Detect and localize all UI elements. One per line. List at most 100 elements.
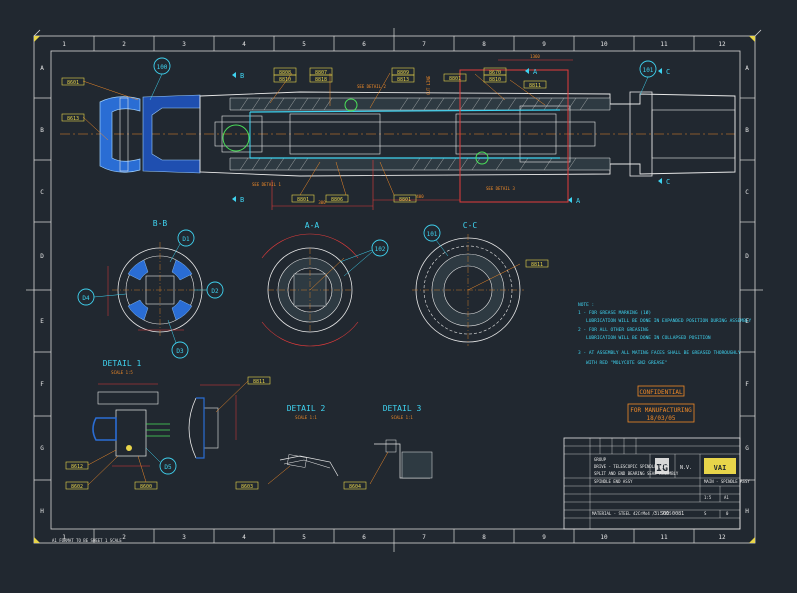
title-block: IG N.V. VAI GROUP DRIVE - TELESCOPIC SPI…	[563, 437, 750, 530]
grid-row-label: B	[40, 127, 44, 134]
grid-col-label: 7	[422, 41, 426, 48]
balloon-label: D3	[176, 348, 184, 355]
grid-column-labels: 1 2 3 4 5 6 7 8 9 10 11 12 1 2 3 4 5 6 7…	[62, 41, 726, 541]
section-cc-view: C-C	[412, 221, 524, 346]
grid-col-label: 2	[122, 41, 126, 48]
part-tag: 8810	[273, 74, 297, 83]
part-tag-text: 8810	[489, 77, 501, 83]
note-line: LUBRICATION WILL BE DONE IN COLLAPSED PO…	[586, 335, 711, 341]
balloon-100: 100	[149, 57, 171, 101]
note-line: 1 - FOR GREASE MARKING (1Ø)	[578, 309, 651, 316]
view-scale-detail2: SCALE 1:1	[295, 415, 317, 420]
corner-mark-icon	[34, 36, 40, 42]
corner-mark-icon	[749, 537, 755, 543]
part-tag: 8818	[309, 74, 333, 83]
part-tag: 8604	[343, 481, 367, 490]
section-cut-marks: B B A A C C	[240, 68, 670, 205]
grid-col-label: 6	[362, 534, 366, 541]
note-line: 2 - FOR ALL OTHER GREASING	[578, 327, 649, 333]
title-block-sheet: A1	[724, 495, 729, 500]
part-tag-text: 8813	[397, 77, 409, 83]
grid-row-label: A	[40, 65, 44, 72]
part-tag-text: 8801	[399, 197, 411, 203]
part-tag: 8603	[235, 481, 259, 490]
view-scale-detail3: SCALE 1:1	[391, 415, 413, 420]
detail-3-view: DETAIL 3 SCALE 1:1	[369, 404, 433, 485]
balloon-label: 101	[643, 67, 654, 74]
detail-2-view: DETAIL 2 SCALE 1:1	[267, 404, 339, 485]
title-block-label: N.V.	[680, 465, 692, 471]
grid-col-label: 4	[242, 41, 246, 48]
grid-col-label: 5	[302, 41, 306, 48]
grid-row-labels: A B C D E F G H A B C D E F G H	[40, 65, 749, 515]
manufacturing-date: 18/03/05	[647, 415, 676, 422]
manufacturing-stamp: FOR MANUFACTURING 18/03/05	[627, 403, 695, 423]
part-tag-text: 8807	[315, 70, 327, 76]
title-block-desc2: SPLIT AND END BEARING SEAL ASSEMBLY	[594, 471, 679, 476]
title-block-desc3: SPINDLE END ASSY	[594, 479, 633, 484]
section-mark-a-top: A	[533, 68, 538, 76]
grid-col-label: 7	[422, 534, 426, 541]
main-section-view: 300 400 1360	[60, 54, 736, 210]
grid-row-label: C	[40, 189, 44, 196]
part-tag: 8613	[61, 113, 85, 122]
balloon-label: D5	[164, 464, 172, 471]
corner-mark-icon	[749, 36, 755, 42]
part-tag-text: 8603	[241, 484, 253, 490]
part-tag: 8612	[65, 461, 89, 470]
part-tag-text: 8602	[71, 484, 83, 490]
section-mark-c-bottom: C	[666, 178, 670, 186]
notes-heading: NOTE :	[578, 302, 594, 308]
balloon-102: 102	[339, 239, 389, 277]
balloon-101b: 101	[423, 224, 449, 257]
balloon-label: 101	[427, 231, 438, 238]
part-tag-text: 8806	[331, 197, 343, 203]
part-tag: 8801	[393, 194, 417, 203]
section-mark-b-top: B	[240, 72, 244, 80]
title-block-drawing-no: 3 500 0081	[654, 511, 684, 517]
title-block-project: MAIN - SPINDLE ASSY	[704, 479, 750, 484]
title-block-rev: 0	[726, 511, 729, 516]
part-tag: 8811	[523, 80, 547, 89]
grid-row-label: C	[745, 189, 749, 196]
grid-col-label: 6	[362, 41, 366, 48]
title-block-material: MATERIAL - STEEL 42CrMo4 / 1.7225	[592, 511, 672, 516]
grid-row-label: D	[745, 253, 749, 260]
grid-col-label: 3	[182, 534, 186, 541]
part-tag-text: 8809	[397, 70, 409, 76]
confidential-stamp: CONFIDENTIAL	[637, 385, 685, 397]
grid-row-label: H	[40, 508, 44, 515]
balloon-d1: D1	[177, 229, 195, 247]
bottom-format-note: A1 FORMAT TO BE SHEET 1 SCALE	[52, 538, 122, 543]
detail-1-view: DETAIL 1 SCALE 1:5	[92, 359, 240, 467]
part-tag-text: 8818	[315, 77, 327, 83]
general-notes: NOTE : 1 - FOR GREASE MARKING (1Ø) LUBRI…	[578, 302, 752, 366]
grid-col-label: 12	[718, 41, 726, 48]
leader-note: SEE DETAIL 2	[357, 84, 386, 89]
part-tag-text: 8613	[67, 116, 79, 122]
part-tag-text: 8801	[297, 197, 309, 203]
part-tag: 8811	[247, 376, 271, 385]
leader-note: SEE DETAIL 3	[486, 186, 515, 191]
title-block-scale: 1:5	[704, 495, 712, 500]
grid-col-label: 5	[302, 534, 306, 541]
grid-col-label: 2	[122, 534, 126, 541]
part-tag: 8810	[483, 74, 507, 83]
part-tags-main: 8601 8613 8808 8810 8807 8818 8809 8813 …	[61, 67, 547, 203]
title-block-desc1: DRIVE - TELESCOPIC SPINDLE LINE	[594, 464, 669, 469]
part-tag-text: 8810	[279, 77, 291, 83]
part-tags-detail1: 8612 8602 8600 8811	[65, 376, 271, 490]
part-tag-text: 8612	[71, 464, 83, 470]
part-tag: 8801	[443, 73, 467, 82]
grid-ticks	[34, 36, 755, 543]
grid-row-label: A	[745, 65, 749, 72]
section-arrows	[232, 68, 662, 203]
title-block-company: GROUP	[594, 457, 607, 462]
part-tag-text: 8801	[449, 76, 461, 82]
view-title-detail2: DETAIL 2	[287, 404, 326, 413]
balloon-d3: D3	[171, 341, 189, 359]
section-mark-c-top: C	[666, 68, 670, 76]
dimension-text: 1360	[530, 54, 540, 59]
balloon-leaders-bb	[93, 243, 207, 344]
